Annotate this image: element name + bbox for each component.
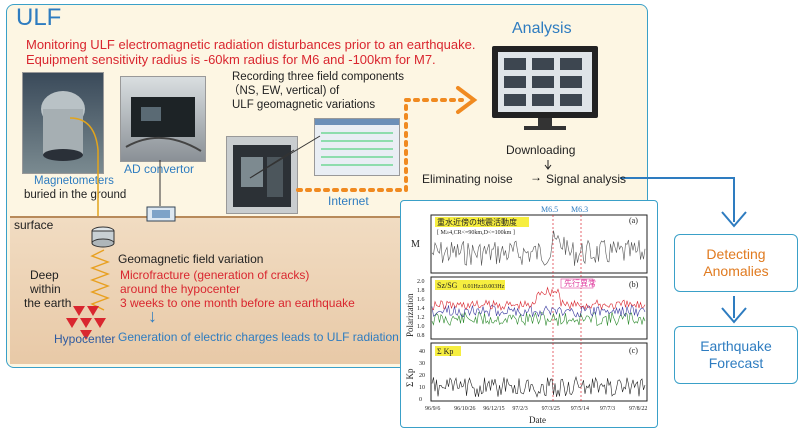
chart-panel: M6.5 M6.3 重水近傍の地震活動度 [ M≥4,CR<=90km,D<=1…: [400, 200, 658, 428]
internet-label: Internet: [328, 194, 369, 208]
legend-c-box: [435, 346, 461, 356]
legend-a-box: [435, 217, 529, 227]
x-axis-label: Date: [529, 415, 546, 425]
panel-c-tag: (c): [629, 346, 638, 355]
panel-b-ytick: 0.8: [417, 333, 425, 339]
down-arrow-icon: ↓: [148, 306, 157, 326]
recording-line-1: Recording three field components: [232, 71, 404, 83]
marker-label-1: M6.5: [541, 205, 558, 214]
marker-label-2: M6.3: [571, 205, 588, 214]
panel-b-frame: [430, 276, 648, 340]
panel-b-tag: (b): [629, 280, 639, 289]
panel-b-ytick: 1.8: [417, 288, 425, 294]
panel-c-frame: [430, 342, 648, 402]
chart-series: [431, 230, 646, 398]
monitoring-text-2: Equipment sensitivity radius is -60km ra…: [26, 52, 436, 67]
x-tick: 97/3/25: [542, 406, 560, 412]
panel-c-ticks: 0 10 20 30 40: [419, 349, 425, 403]
legend-c-text: Σ Kp: [437, 347, 453, 356]
panel-c-ylabel: Σ Kp: [405, 368, 415, 387]
x-tick: 97/5/14: [571, 406, 589, 412]
deep-label-3: the earth: [24, 296, 72, 310]
micro-line-1: Microfracture (generation of cracks): [120, 268, 310, 282]
panel-a-tag: (a): [629, 216, 638, 225]
panel-c-ytick: 20: [419, 373, 425, 379]
forecast-line-1: Earthquake: [700, 338, 772, 354]
x-ticks: 96/9/6 96/10/26 96/12/15 97/2/3 97/3/25 97/5/…: [425, 406, 647, 412]
deep-label-2: within: [30, 282, 61, 296]
magnetometer-cylinder-icon: [90, 226, 116, 253]
legend-b-text: Sz/SG: [437, 281, 458, 290]
panel-b-ylabel: Polarization: [405, 293, 415, 337]
signal-analysis-label: Signal analysis: [546, 172, 627, 186]
geo-variation-label: Geomagnetic field variation: [118, 252, 264, 266]
electric-label: Generation of electric charges leads to …: [118, 330, 399, 344]
magnetometers-label: Magnetometers: [34, 175, 114, 187]
eliminating-label: Eliminating noise: [422, 172, 513, 186]
micro-line-3: 3 weeks to one month before an earthquak…: [120, 296, 355, 310]
forecast-line-2: Forecast: [708, 355, 764, 371]
series-b-blue: [431, 304, 646, 318]
panel-b-ytick: 1.4: [417, 306, 425, 312]
panel-b-ytick: 1.6: [417, 297, 425, 303]
internet-screen: [314, 118, 400, 176]
panel-b-ytick: 1.0: [417, 324, 425, 330]
hypocenter-label: Hypocenter: [54, 332, 116, 346]
series-b-red: [431, 286, 646, 311]
panel-b-ticks: 0.8 1.0 1.2 1.4 1.6 1.8 2.0: [417, 279, 425, 339]
detecting-line-1: Detecting: [706, 246, 766, 262]
panel-b-ytick: 1.2: [417, 315, 425, 321]
x-tick: 97/2/3: [512, 406, 527, 412]
recording-line-2: （NS, EW, vertical) of: [228, 85, 340, 97]
ulf-title: ULF: [16, 4, 62, 31]
x-tick: 96/12/15: [483, 406, 504, 412]
downloading-label: Downloading: [506, 143, 576, 157]
legend-b-box: [435, 280, 505, 290]
legend-a-text: 重水近傍の地震活動度: [437, 217, 517, 227]
station-cabinet-photo: [226, 136, 298, 214]
chart-svg: M6.5 M6.3 重水近傍の地震活動度 [ M≥4,CR<=90km,D<=1…: [405, 205, 648, 425]
panel-c-ytick: 40: [419, 349, 425, 355]
analysis-monitor: [490, 44, 600, 134]
annotation-box: [560, 278, 594, 289]
panel-a-ylabel: M: [411, 239, 420, 250]
micro-line-2: around the hypocenter: [120, 282, 241, 296]
ad-convertor-label: AD convertor: [124, 162, 195, 176]
series-b-green: [431, 311, 646, 327]
analysis-label: Analysis: [512, 20, 572, 37]
deep-label-1: Deep: [30, 268, 59, 282]
monitoring-text-1: Monitoring ULF electromagnetic radiation…: [26, 37, 476, 52]
panel-c-ytick: 30: [419, 361, 425, 367]
x-tick: 97/7/3: [600, 406, 615, 412]
recording-line-3: ULF geomagnetic variations: [232, 99, 376, 111]
series-c-line: [431, 376, 646, 398]
panel-a-frame: [430, 214, 648, 274]
x-tick: 97/8/22: [629, 406, 647, 412]
em-wave-icon: [66, 249, 110, 340]
x-tick: 96/10/26: [454, 406, 475, 412]
surface-label: surface: [14, 218, 54, 232]
panel-b-ytick: 2.0: [417, 279, 425, 285]
right-arrow-icon: →: [530, 170, 542, 184]
ground-section: [10, 216, 410, 364]
legend-b-sub: 0.01Hz±0.003Hz: [463, 284, 505, 290]
x-tick: 96/9/6: [425, 406, 440, 412]
buried-label: buried in the ground: [24, 189, 127, 201]
series-a-line: [431, 230, 646, 266]
panel-c-ytick: 10: [419, 385, 425, 391]
detecting-line-2: Anomalies: [703, 263, 769, 279]
annotation-text: 先行異常: [564, 278, 596, 288]
legend-a-sub: [ M≥4,CR<=90km,D<=100km ]: [437, 230, 515, 236]
ad-convertor-photo: [120, 76, 206, 162]
ad-box-icon: [146, 206, 176, 229]
panel-c-ytick: 0: [419, 397, 422, 403]
